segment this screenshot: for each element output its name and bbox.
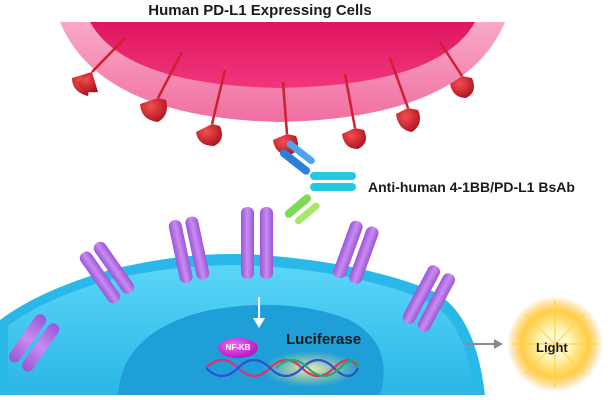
- receptor: [241, 207, 273, 279]
- pdl1-ligand: [342, 73, 366, 149]
- luciferase-label: Luciferase: [286, 331, 362, 348]
- signal-arrow: [253, 297, 265, 328]
- nfkb-protein: [218, 338, 258, 358]
- pdl1-ligand: [388, 57, 420, 132]
- light-glow-icon: [507, 296, 603, 392]
- bsab-label: Anti-human 4-1BB/PD-L1 BsAb: [368, 179, 575, 195]
- pdl1-ligand: [438, 41, 474, 98]
- expressing-cells-label: Human PD-L1 Expressing Cells: [148, 2, 372, 19]
- receptor: [168, 216, 210, 284]
- dna-helix: [205, 351, 360, 387]
- pdl1-ligand: [140, 51, 184, 122]
- receptor: [8, 314, 60, 372]
- receptors: [8, 207, 456, 372]
- target-cell: [60, 22, 505, 122]
- bispecific-antibody: [279, 140, 356, 225]
- receptor: [402, 265, 456, 332]
- receptor: [333, 220, 379, 284]
- pdl1-ligand: [196, 69, 227, 146]
- light-label: Light: [536, 340, 568, 355]
- pdl1-ligands: [72, 37, 474, 155]
- pdl1-ligand: [72, 37, 126, 96]
- light-arrow: [466, 339, 503, 349]
- receptor: [79, 241, 135, 304]
- nfkb-label: NF-KB: [225, 343, 251, 352]
